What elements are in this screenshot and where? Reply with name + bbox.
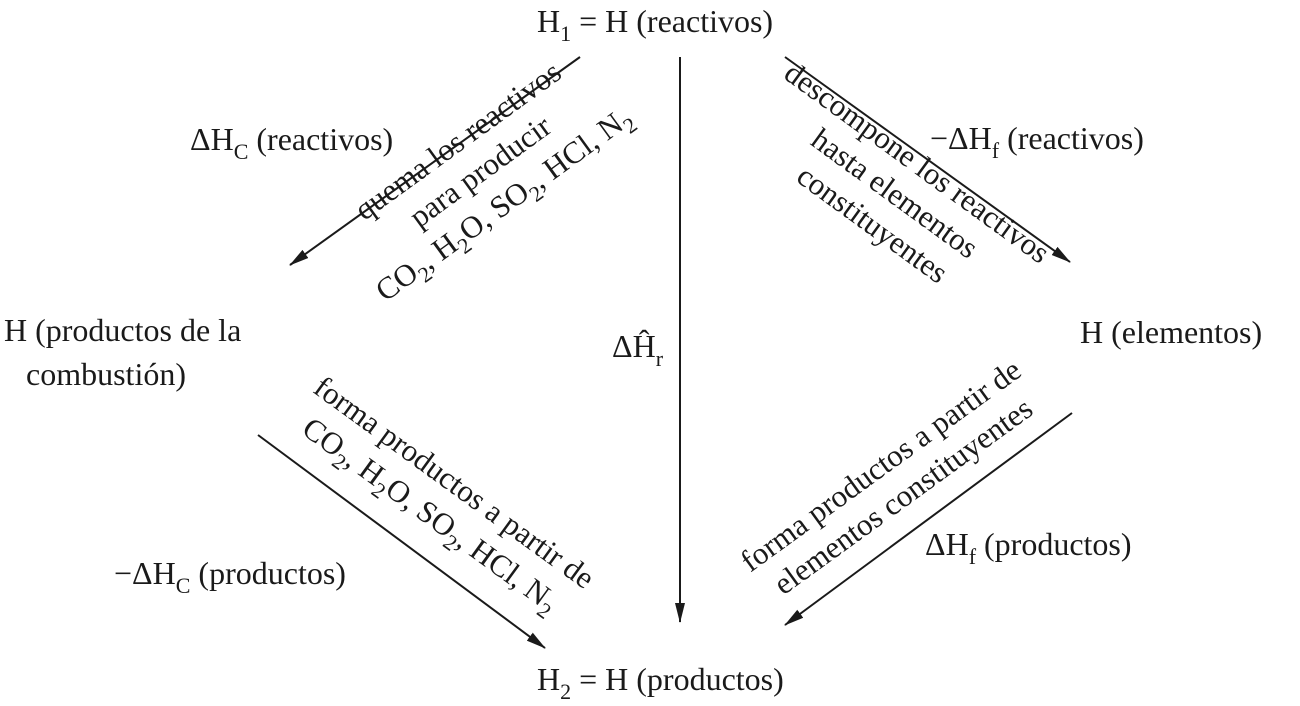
edge-label-dhr: ΔĤr	[612, 328, 664, 371]
edge-label-minus-dhf-reactivos: −ΔHf (reactivos)	[930, 120, 1144, 163]
description-quema: quema los reactivos para producir CO2, H…	[348, 54, 642, 308]
edge-label-minus-dhc-productos: −ΔHC (productos)	[114, 555, 346, 598]
arrow-reactants-to-elements	[784, 56, 1071, 263]
node-combustion-products-line2: combustión)	[26, 356, 186, 392]
edge-label-dhf-productos: ΔHf (productos)	[925, 526, 1132, 569]
node-products: H2 = H (productos)	[537, 661, 784, 704]
node-combustion-products-line1: H (productos de la	[4, 312, 241, 348]
node-reactants: H1 = H (reactivos)	[537, 3, 773, 46]
arrow-combustion-products-to-products	[257, 434, 546, 649]
description-forma-combustion: forma productos a partir de CO2, H2O, SO…	[296, 369, 602, 624]
forma-combustion-line1: forma productos a partir de	[308, 369, 602, 596]
description-descompone: descompone los reactivos hasta elementos…	[778, 55, 1056, 291]
arrow-elements-to-products	[784, 412, 1073, 626]
description-forma-elementos: forma productos a partir de elementos co…	[734, 352, 1039, 602]
node-elements: H (elementos)	[1080, 314, 1262, 350]
arrow-reactants-to-combustion-products	[289, 56, 581, 266]
edge-label-dhc-reactivos: ΔHC (reactivos)	[190, 121, 393, 164]
